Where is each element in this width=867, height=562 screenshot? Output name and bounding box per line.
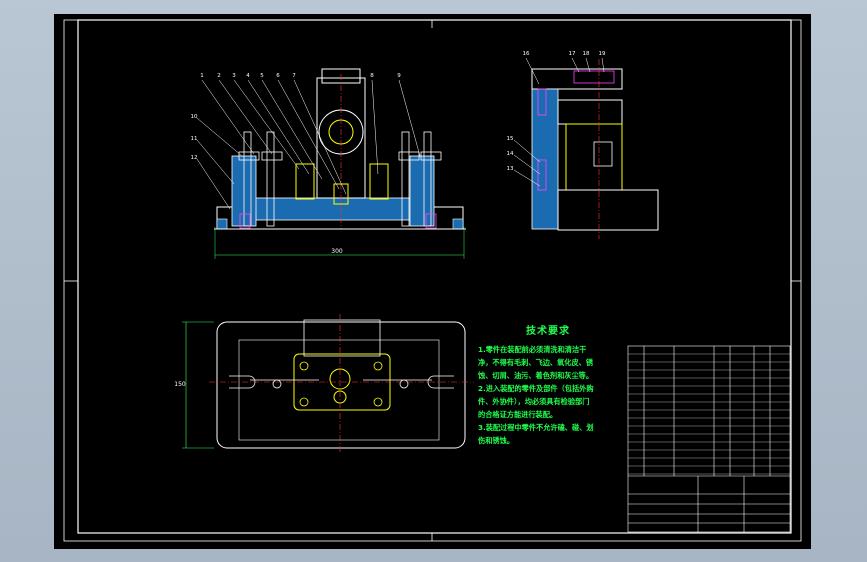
front-callout-6: 6 [276,73,280,79]
side-callout-13: 13 [507,166,514,172]
side-callout-19: 19 [599,51,606,57]
parts-list-rows [628,353,790,475]
side-callout-16: 16 [523,51,530,57]
side-callout-14: 14 [507,151,514,157]
front-callout-12: 12 [191,155,198,161]
side-callout-18: 18 [583,51,590,57]
technical-requirements-line: 2.进入装配的零件及部件（包括外购 [478,384,594,393]
parts-list-title-block [627,345,791,533]
front-callout-9: 9 [397,73,401,79]
top-view [182,314,474,454]
technical-requirements-line: 件、外协件），均必须具有检验部门 [478,397,590,406]
front-callout-4: 4 [246,73,250,79]
front-callout-3: 3 [232,73,236,79]
front-overall-dimension: 300 [331,248,343,255]
technical-requirements-line: 蚀、切屑、油污、着色剂和灰尘等。 [478,371,594,380]
side-callout-15: 15 [507,136,514,142]
front-callout-5: 5 [260,73,264,79]
inner-frame [77,19,792,534]
front-view [196,68,466,259]
front-callout-2: 2 [217,73,221,79]
side-view-callouts: 16 17 18 19 15 14 13 [507,51,606,172]
side-callout-17: 17 [569,51,576,57]
technical-requirements-line: 3.装配过程中零件不允许磕、碰、划 [478,423,594,432]
technical-requirements-title: 技术要求 [526,326,570,337]
front-callout-10: 10 [191,114,198,120]
front-callout-11: 11 [191,136,198,142]
front-callout-1: 1 [200,73,204,79]
technical-requirements-line: 伤和锈蚀。 [478,436,514,445]
top-overall-dimension: 150 [174,381,186,388]
front-callout-7: 7 [292,73,296,79]
technical-requirements-line: 净，不得有毛刺、飞边、氧化皮、锈 [478,358,594,367]
technical-requirements-line: 1.零件在装配前必须清洗和清洁干 [478,345,587,354]
side-view [513,57,659,239]
technical-requirements-line: 的合格证方能进行装配。 [478,410,558,419]
front-callout-8: 8 [370,73,374,79]
technical-requirements: 技术要求 1.零件在装配前必须清洗和清洁干 净，不得有毛刺、飞边、氧化皮、锈 蚀… [478,322,618,447]
outer-border [63,19,802,542]
